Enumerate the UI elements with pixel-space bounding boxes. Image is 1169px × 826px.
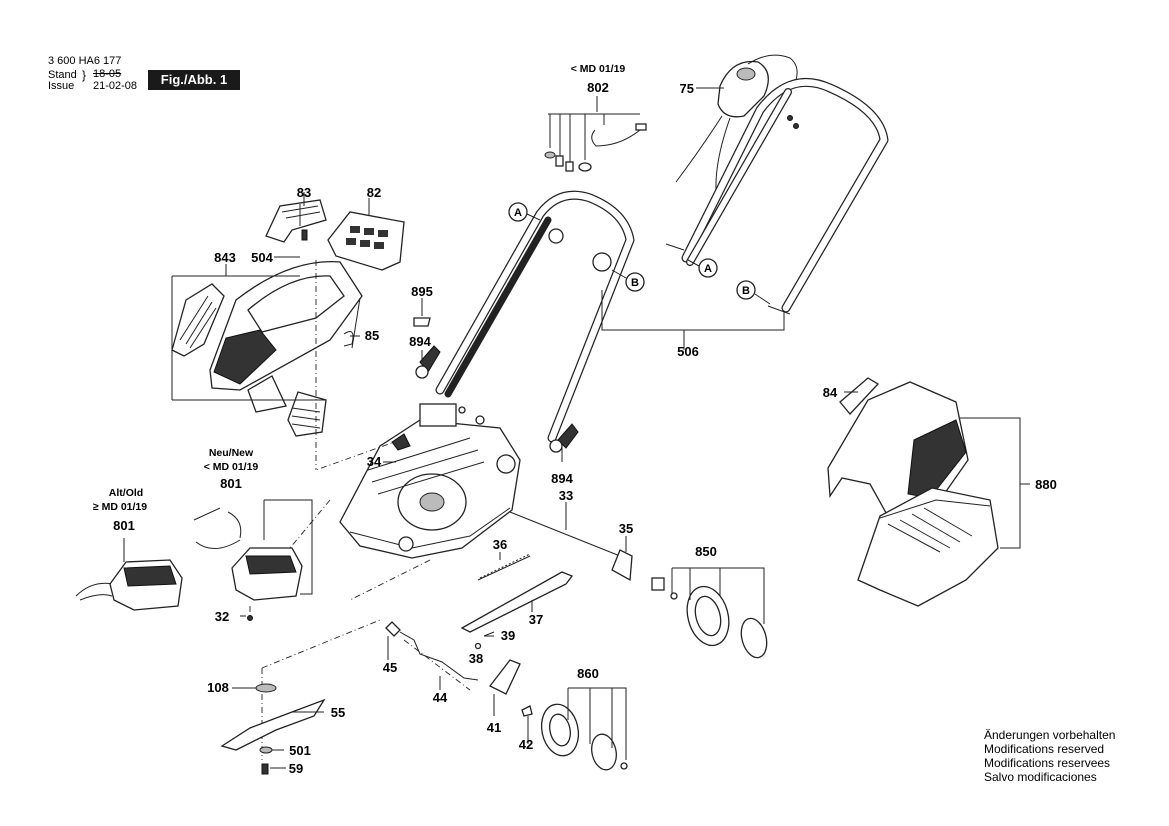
marker-b-2 (736, 280, 756, 300)
callout-36: 36 (493, 537, 507, 552)
callout-32: 32 (215, 609, 229, 624)
leader-lines (225, 87, 1030, 769)
doc-number: 3 600 HA6 177 (48, 55, 122, 67)
callout-880: 880 (1035, 477, 1057, 492)
rear-wheel-850 (651, 567, 768, 659)
callout-42: 42 (519, 737, 533, 752)
callout-39: 39 (501, 628, 515, 643)
callout-38: 38 (469, 651, 483, 666)
marker-a-1 (508, 202, 528, 222)
callout-802: 802 (587, 80, 609, 95)
variant-md-801-old: ≥ MD 01/19 (93, 501, 147, 513)
variant-alt-old: Alt/Old (109, 487, 143, 499)
callout-83: 83 (297, 185, 311, 200)
marker-b-1 (625, 272, 645, 292)
callout-44: 44 (433, 690, 448, 705)
callout-894-bottom: 894 (551, 471, 573, 486)
callout-895: 895 (411, 284, 433, 299)
stand-brace: } (82, 68, 87, 82)
variant-md-802: < MD 01/19 (571, 63, 626, 75)
callout-85: 85 (365, 328, 379, 343)
callout-34: 34 (367, 454, 382, 469)
callout-108: 108 (207, 680, 229, 695)
callout-33: 33 (559, 488, 573, 503)
upper-handle (665, 54, 889, 315)
lower-handle (435, 190, 785, 443)
height-adjust (385, 511, 633, 717)
callout-37: 37 (529, 612, 543, 627)
callout-59: 59 (289, 761, 303, 776)
marker-b-1-text: B (631, 277, 639, 289)
note-en: Modifications reserved (984, 742, 1105, 756)
callout-41: 41 (487, 720, 501, 735)
stand-label: Stand (48, 69, 77, 81)
switch-box-801-old (75, 538, 253, 621)
figure-label: Fig./Abb. 1 (148, 70, 240, 90)
housing-deck (279, 403, 521, 601)
callout-801-new: 801 (220, 476, 242, 491)
stand-value: 18-05 (93, 68, 122, 80)
grass-box-group (827, 377, 1021, 607)
cable-kit-802 (544, 113, 647, 172)
marker-a-1-text: A (514, 207, 522, 219)
callout-860: 860 (577, 666, 599, 681)
note-de: Änderungen vorbehalten (984, 728, 1116, 742)
modification-notes: Änderungen vorbehalten Modifications res… (984, 728, 1115, 784)
callout-35: 35 (619, 521, 633, 536)
callout-894-top: 894 (409, 334, 431, 349)
issue-value: 21-02-08 (93, 80, 138, 92)
note-fr: Modifications reservees (984, 756, 1111, 770)
callout-801-old: 801 (113, 518, 135, 533)
callout-55: 55 (331, 705, 345, 720)
switch-box-801-new (193, 499, 313, 601)
callout-843: 843 (214, 250, 236, 265)
callout-84: 84 (823, 385, 838, 400)
part-callouts: 75 802 83 82 843 504 85 895 894 506 84 8… (113, 80, 1057, 776)
front-wheel-860 (540, 687, 628, 771)
reference-markers: A B A B (508, 202, 771, 305)
callout-75: 75 (680, 81, 694, 96)
marker-b-2-text: B (742, 285, 750, 297)
callout-506: 506 (677, 344, 699, 359)
callout-45: 45 (383, 660, 397, 675)
variant-labels: < MD 01/19 Neu/New < MD 01/19 Alt/Old ≥ … (93, 63, 626, 513)
variant-md-801-new: < MD 01/19 (204, 461, 259, 473)
variant-neu-new: Neu/New (209, 447, 254, 459)
callout-82: 82 (367, 185, 381, 200)
callout-501: 501 (289, 743, 311, 758)
callout-850: 850 (695, 544, 717, 559)
knobs (391, 317, 579, 453)
callout-504: 504 (251, 250, 273, 265)
note-es: Salvo modificaciones (984, 770, 1097, 784)
cover-group (171, 199, 405, 470)
marker-a-2 (698, 258, 718, 278)
marker-a-2-text: A (704, 263, 712, 275)
issue-label: Issue (48, 80, 75, 92)
